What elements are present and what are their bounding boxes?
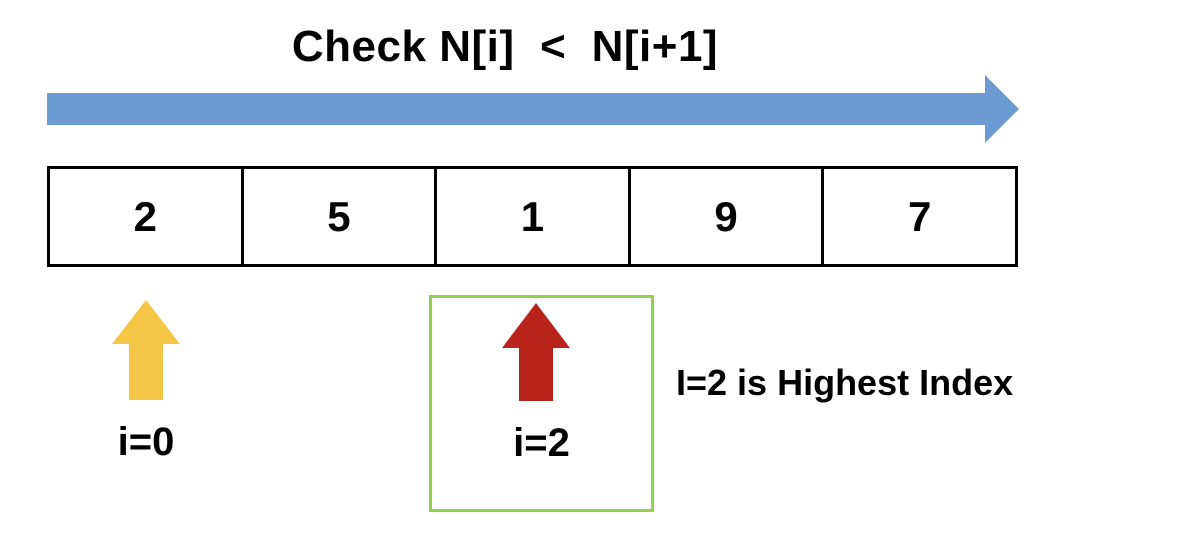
- right-arrow-shape: [47, 75, 1019, 143]
- up-arrow-shape: [112, 300, 180, 400]
- array-cell-value: 1: [520, 192, 545, 240]
- array-cell-4[interactable]: 7: [824, 169, 1015, 264]
- highlight-box: i=2: [429, 295, 654, 512]
- array-cell-1[interactable]: 5: [244, 169, 438, 264]
- pointer-current: i=2: [432, 303, 651, 463]
- up-arrow-icon: [112, 300, 180, 400]
- up-arrow-shape: [502, 303, 570, 401]
- pointer-start-label: i=0: [117, 420, 175, 464]
- highest-index-note: I=2 is Highest Index: [676, 362, 1014, 403]
- page-title: Check N[i] < N[i+1]: [291, 22, 719, 71]
- pointer-start: i=0: [78, 300, 214, 462]
- pointer-current-label: i=2: [513, 421, 570, 465]
- up-arrow-icon: [502, 303, 570, 401]
- array-cell-value: 5: [327, 192, 351, 240]
- array-cell-value: 2: [133, 192, 157, 240]
- array-cell-2[interactable]: 1: [437, 169, 631, 264]
- array-cell-value: 7: [907, 192, 932, 240]
- array-cell-value: 9: [714, 192, 738, 240]
- right-arrow-icon: [47, 75, 1019, 143]
- array-cell-0[interactable]: 2: [50, 169, 244, 264]
- array-table: 2 5 1 9 7: [47, 166, 1018, 267]
- array-cell-3[interactable]: 9: [631, 169, 825, 264]
